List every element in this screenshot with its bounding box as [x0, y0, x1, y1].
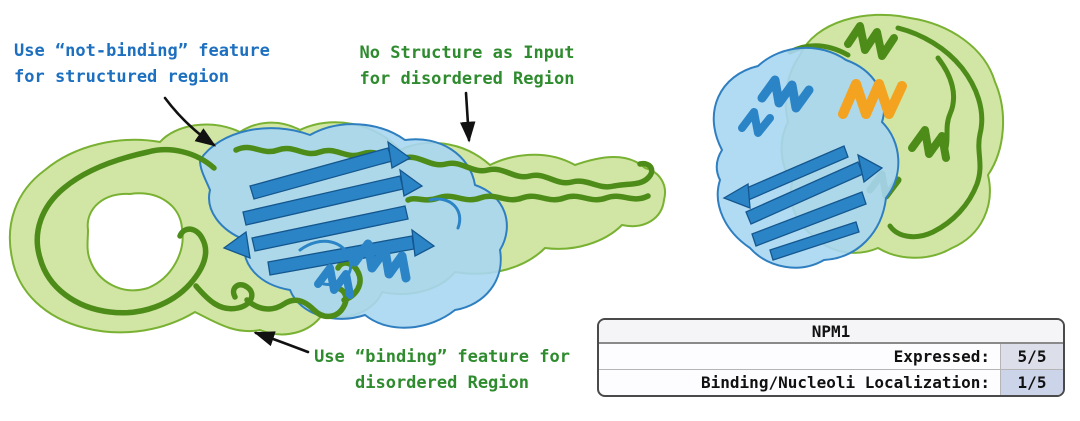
arrow-icon	[459, 91, 476, 143]
beta-sheet-ribbons	[222, 140, 436, 276]
blue-surface	[712, 46, 900, 269]
right-protein-structure	[712, 13, 1004, 269]
alpha-helices-blue	[738, 75, 814, 137]
table-row: Binding/Nucleoli Localization: 1/5	[599, 369, 1063, 395]
npm1-table: NPM1 Expressed: 5/5 Binding/Nucleoli Loc…	[597, 318, 1065, 397]
annotation-arrows	[163, 91, 476, 354]
alpha-helix-orange	[838, 79, 907, 119]
left-protein-structure	[8, 121, 666, 336]
arrow-icon	[253, 331, 310, 354]
row-value-expressed: 5/5	[1000, 344, 1063, 369]
row-label-expressed: Expressed:	[893, 347, 990, 366]
annotation-binding: Use “binding” feature for disordered Reg…	[314, 347, 570, 393]
annotation-no-structure: No Structure as Input for disordered Reg…	[359, 43, 575, 89]
npm1-table-title: NPM1	[599, 320, 1063, 344]
annotation-not-binding: Use “not-binding” feature for structured…	[14, 41, 270, 87]
row-label-binding-localization: Binding/Nucleoli Localization:	[701, 373, 990, 392]
row-value-binding-localization: 1/5	[1000, 370, 1063, 395]
table-row: Expressed: 5/5	[599, 344, 1063, 369]
beta-sheet-ribbons	[722, 145, 884, 261]
alpha-helices-blue	[298, 197, 462, 299]
arrow-icon	[163, 96, 217, 147]
